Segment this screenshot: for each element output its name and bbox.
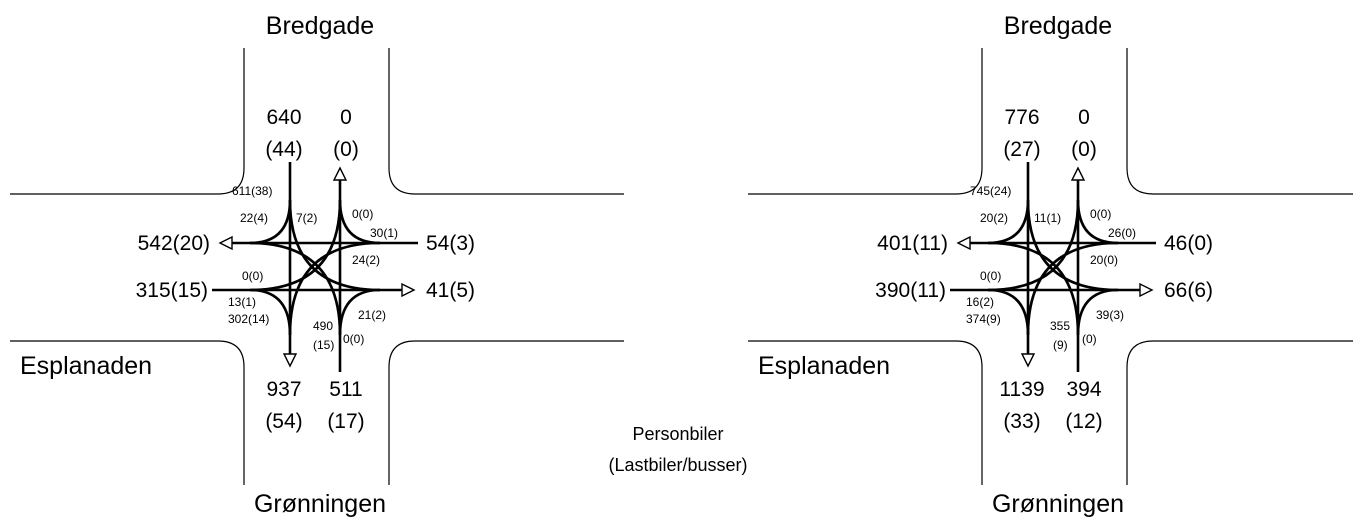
turn-label: 0(0)	[242, 269, 263, 283]
road-edge	[10, 340, 245, 485]
legend-line-trucks: (Lastbiler/busser)	[608, 455, 747, 475]
turn-label: 0(0)	[343, 332, 364, 346]
street-name-south: Grønningen	[254, 490, 386, 518]
street-name-west: Esplanaden	[20, 352, 152, 380]
south-out-count: 937	[266, 378, 301, 401]
road-edge	[1126, 48, 1353, 195]
north-out-trucks: (0)	[333, 138, 359, 161]
intersection-right: Bredgade Esplanaden Grønningen 776 (27) …	[748, 12, 1353, 518]
road-edge	[748, 48, 983, 195]
turn-label: 0(0)	[352, 207, 373, 221]
turn-label: 7(2)	[296, 211, 317, 225]
arrowhead-south	[282, 353, 298, 368]
north-out-trucks: (0)	[1071, 138, 1097, 161]
south-out-trucks: (33)	[1003, 410, 1040, 433]
arrowhead-east	[1139, 282, 1154, 298]
arrowhead-east	[401, 282, 416, 298]
east-out-count: 41(5)	[426, 279, 475, 302]
movement-west-left	[987, 199, 1080, 292]
south-in-count: 511	[329, 378, 362, 401]
turn-label: 20(2)	[980, 211, 1008, 225]
turn-label: 0(0)	[980, 269, 1001, 283]
turn-label: 355	[1050, 319, 1070, 333]
south-in-trucks: (17)	[327, 410, 364, 433]
arrowhead-north	[1070, 166, 1086, 181]
north-in-trucks: (44)	[265, 138, 302, 161]
west-out-count: 542(20)	[138, 232, 210, 255]
turn-label: (9)	[1053, 338, 1068, 352]
street-name-west: Esplanaden	[758, 352, 890, 380]
turn-label: 374(9)	[966, 312, 1001, 326]
road-edge	[1126, 340, 1353, 485]
intersection-left: Bredgade Esplanaden Grønningen 640 (44) …	[10, 12, 624, 518]
turn-label: 13(1)	[228, 295, 256, 309]
turn-label: 302(14)	[228, 312, 269, 326]
turn-label: 11(1)	[1034, 211, 1061, 225]
south-in-trucks: (12)	[1065, 410, 1102, 433]
turn-label: 39(3)	[1096, 308, 1124, 322]
north-out-count: 0	[1078, 106, 1090, 129]
turn-label: 16(2)	[966, 295, 994, 309]
turn-label: (0)	[1082, 332, 1097, 346]
turn-label: 30(1)	[370, 226, 398, 240]
street-name-south: Grønningen	[992, 490, 1124, 518]
turn-label: 745(24)	[970, 184, 1011, 198]
street-name-north: Bredgade	[266, 12, 374, 40]
turn-label: 21(2)	[358, 308, 386, 322]
turn-label: (15)	[313, 338, 334, 352]
west-in-count: 390(11)	[875, 279, 946, 302]
north-in-count: 640	[266, 106, 301, 129]
arrowhead-south	[1020, 353, 1036, 368]
north-in-trucks: (27)	[1003, 138, 1040, 161]
west-out-count: 401(11)	[877, 232, 948, 255]
arrowhead-west	[218, 235, 233, 251]
south-in-count: 394	[1066, 378, 1101, 401]
movement-east-left	[288, 241, 381, 336]
turn-label: 490	[313, 319, 333, 333]
north-in-count: 776	[1004, 106, 1039, 129]
south-out-trucks: (54)	[265, 410, 302, 433]
arrowhead-north	[332, 166, 348, 181]
turn-label: 611(38)	[232, 184, 272, 198]
road-edge	[388, 340, 624, 485]
north-out-count: 0	[340, 106, 352, 129]
turn-label: 22(4)	[240, 211, 268, 225]
movement-east-left	[1026, 241, 1119, 336]
legend-line-cars: Personbiler	[632, 424, 723, 444]
east-out-count: 66(6)	[1164, 279, 1213, 302]
south-out-count: 1139	[999, 378, 1044, 401]
road-edge	[10, 48, 245, 195]
west-in-count: 315(15)	[136, 279, 208, 302]
east-in-count: 46(0)	[1164, 232, 1213, 255]
turn-label: 24(2)	[352, 253, 380, 267]
road-edge	[748, 340, 983, 485]
turn-label: 20(0)	[1090, 253, 1118, 267]
turn-label: 0(0)	[1090, 207, 1111, 221]
street-name-north: Bredgade	[1004, 12, 1112, 40]
movement-west-left	[249, 199, 342, 292]
road-edge	[388, 48, 624, 195]
turn-label: 26(0)	[1108, 226, 1136, 240]
east-in-count: 54(3)	[426, 232, 475, 255]
legend: Personbiler (Lastbiler/busser)	[608, 424, 747, 475]
arrowhead-west	[956, 235, 971, 251]
